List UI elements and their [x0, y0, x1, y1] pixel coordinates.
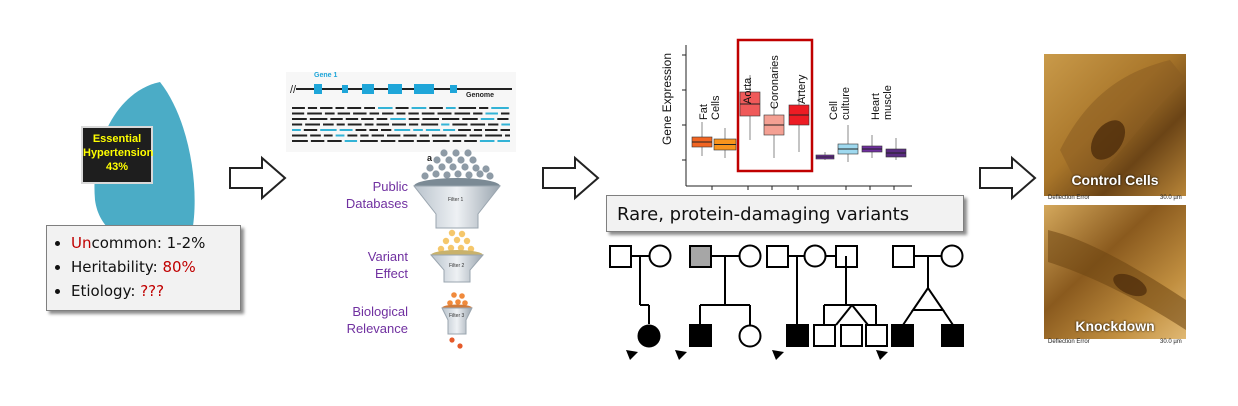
genome-panel: // — [286, 72, 516, 152]
yellow-ball — [457, 244, 465, 252]
gray-ball — [440, 149, 448, 157]
gray-ball — [454, 170, 462, 178]
box — [713, 128, 737, 158]
boxes — [691, 75, 907, 162]
panel-letter: a — [427, 153, 433, 163]
gray-ball — [443, 171, 451, 179]
arrow-2 — [542, 155, 600, 201]
hypertension-badge: Essential Hypertension 43% — [81, 126, 153, 184]
rare-variants-box: Rare, protein-damaging variants — [606, 195, 964, 232]
yellow-ball — [447, 244, 455, 252]
caption-top-right: 30.0 µm — [1160, 195, 1182, 201]
box — [763, 102, 785, 158]
exon-group — [314, 84, 457, 94]
yellow-ball — [458, 230, 466, 238]
gray-ball — [472, 164, 480, 172]
axis-ticks — [682, 54, 895, 190]
facts-box: Uncommon: 1-2% Heritability: 80% Etiolog… — [46, 225, 241, 311]
orange-ball — [447, 300, 453, 306]
box — [861, 135, 883, 158]
gene-label: Gene 1 — [314, 72, 338, 79]
yellow-ball — [467, 245, 475, 253]
svg-text://: // — [290, 84, 297, 96]
arrow-3 — [979, 155, 1037, 201]
orange-ball — [451, 292, 457, 298]
hypertension-percent: 43% — [105, 161, 129, 173]
gray-ball — [452, 149, 460, 157]
microscopy-panel — [1044, 54, 1186, 339]
highlight-box — [736, 38, 814, 173]
control-cells-label: Control Cells — [1071, 172, 1159, 188]
category-label-artery: Artery — [796, 74, 808, 104]
gray-ball — [438, 163, 446, 171]
caption-bottom-left: Deflection Error — [1048, 339, 1090, 345]
gray-ball — [457, 156, 465, 164]
hypertension-title-1: Essential — [92, 133, 142, 145]
orange-ball — [459, 293, 465, 299]
gray-ball — [432, 170, 440, 178]
yellow-ball — [437, 245, 445, 253]
category-label-aorta: Aorta — [742, 77, 754, 104]
gray-ball — [482, 165, 490, 173]
box — [885, 138, 907, 160]
gray-ball — [465, 171, 473, 179]
yellow-ball — [453, 236, 461, 244]
variant-reads — [292, 107, 510, 142]
filter-funnel — [412, 149, 502, 349]
gray-ball — [476, 170, 484, 178]
yellow-balls — [437, 229, 475, 253]
orange-balls — [447, 292, 468, 306]
gray-ball — [464, 149, 472, 157]
hypertension-title-2: Hypertension — [83, 147, 154, 159]
orange-ball — [455, 299, 461, 305]
fact-heritability: Heritability: 80% — [71, 256, 240, 278]
expression-chart — [682, 38, 912, 190]
yellow-ball — [448, 229, 456, 237]
fact-etiology: Etiology: ??? — [71, 280, 240, 302]
fact-uncommon: Uncommon: 1-2% — [71, 232, 240, 254]
gray-ball — [445, 156, 453, 164]
pedigree — [609, 244, 964, 360]
gray-ball — [469, 156, 477, 164]
box — [815, 152, 835, 160]
y-axis-label: Gene Expression — [660, 52, 674, 146]
arrow-1 — [229, 155, 287, 201]
gray-ball — [433, 156, 441, 164]
orange-ball — [462, 300, 468, 306]
yellow-ball — [463, 237, 471, 245]
box — [691, 122, 713, 156]
gray-ball — [486, 172, 494, 180]
filter-2-label: Filter 2 — [449, 263, 465, 269]
yellow-ball — [442, 237, 450, 245]
box — [837, 125, 859, 162]
gray-ball — [421, 172, 429, 180]
caption-bottom-right: 30.0 µm — [1160, 339, 1182, 345]
category-label-coronaries: Coronaries — [769, 55, 781, 109]
filter-1-label: Filter 1 — [448, 197, 464, 203]
box — [788, 92, 810, 152]
knockdown-label: Knockdown — [1075, 318, 1155, 334]
caption-top-left: Deflection Error — [1048, 195, 1090, 201]
filter-3-label: Filter 3 — [449, 313, 465, 319]
gray-ball — [449, 163, 457, 171]
gray-ball — [461, 163, 469, 171]
read-lines — [292, 107, 510, 142]
box — [739, 75, 761, 140]
gray-balls — [421, 149, 494, 180]
genome-label: Genome — [466, 92, 495, 99]
gray-ball — [426, 164, 434, 172]
